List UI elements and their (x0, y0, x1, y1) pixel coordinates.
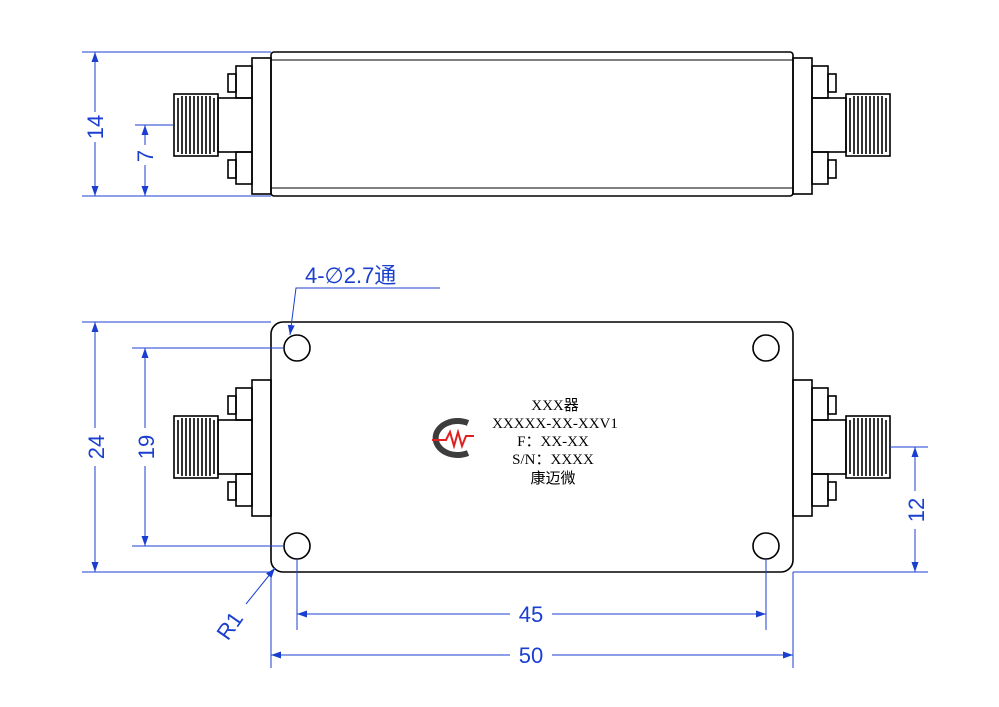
mounting-hole-bottom-left (283, 532, 311, 560)
dim-label-24: 24 (84, 435, 109, 459)
mounting-hole-bottom-right (752, 532, 780, 560)
side-dimensions (82, 51, 271, 197)
top-right-connector (845, 415, 891, 479)
dim-label-7: 7 (133, 150, 158, 162)
radius-leader (245, 567, 276, 605)
radius-callout: R1 (212, 607, 249, 644)
product-label: XXX器 XXXXX-XX-XXV1 F：XX-XX S/N：XXXX 康迈微 (492, 398, 618, 487)
top-left-flange (217, 379, 272, 517)
side-left-flange (217, 57, 272, 195)
dim-label-14: 14 (83, 115, 108, 139)
side-right-flange (792, 57, 847, 195)
top-right-flange (792, 379, 847, 517)
side-right-connector (845, 93, 891, 157)
hole-callout: 4-∅2.7通 (305, 263, 396, 288)
label-line-3: F：XX-XX (517, 434, 589, 450)
company-logo (432, 418, 474, 458)
mounting-hole-top-right (752, 334, 780, 362)
mounting-hole-top-left (283, 334, 311, 362)
dim-label-19: 19 (134, 435, 159, 459)
top-view (173, 321, 891, 573)
side-view (173, 51, 891, 197)
dim-label-50: 50 (519, 643, 543, 668)
label-line-4: S/N：XXXX (512, 452, 594, 468)
label-line-1: XXX器 (531, 398, 579, 414)
hole-leader (287, 287, 440, 336)
label-line-5: 康迈微 (530, 470, 575, 487)
dim-label-12: 12 (904, 498, 929, 522)
side-left-connector (173, 93, 219, 157)
label-line-2: XXXXX-XX-XXV1 (492, 416, 618, 432)
top-left-connector (173, 415, 219, 479)
side-body (270, 51, 794, 197)
dim-label-45: 45 (519, 602, 543, 627)
